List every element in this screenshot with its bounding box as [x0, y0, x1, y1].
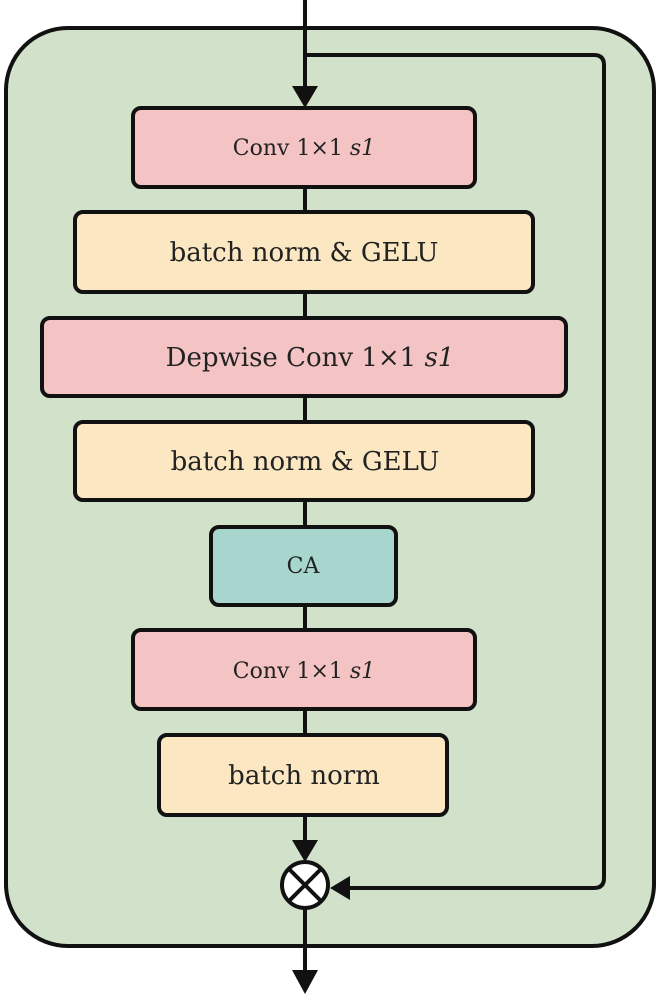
block-bn-gelu-1: batch norm & GELU — [73, 210, 535, 294]
block-ca: CA — [209, 525, 398, 607]
ca-box — [209, 525, 398, 607]
skip-connection — [305, 53, 606, 900]
to-merge-arrowhead-icon — [292, 840, 318, 862]
input-arrowhead-icon — [292, 86, 318, 108]
bn-final-label: batch norm — [228, 761, 380, 791]
output-arrowhead-icon — [292, 970, 318, 994]
block-bn-gelu-2: batch norm & GELU — [73, 420, 535, 502]
conv-bottom-label: Conv 1×1 s1 — [233, 659, 375, 684]
blocks-group: Conv 1×1 s1 batch norm & GELU Depwise Co… — [40, 106, 568, 817]
conv-bottom-box — [131, 628, 477, 711]
skip-path — [305, 53, 606, 890]
block-conv-bottom: Conv 1×1 s1 — [131, 628, 477, 711]
block-depwise-conv: Depwise Conv 1×1 s1 — [40, 316, 568, 398]
depwise-conv-box — [40, 316, 568, 398]
ca-label: CA — [287, 554, 321, 579]
bn-gelu-2-box — [73, 420, 535, 502]
block-conv-top: Conv 1×1 s1 — [131, 106, 477, 189]
bn-gelu-1-label: batch norm & GELU — [170, 238, 439, 268]
multiply-circle-icon: ⊗ — [280, 860, 330, 910]
conv-top-box — [131, 106, 477, 189]
merge-cross-b — [287, 867, 323, 903]
skip-arrowhead-icon — [330, 876, 350, 900]
bn-final-box — [157, 733, 449, 817]
block-bn-final: batch norm — [157, 733, 449, 817]
main-flow-lines — [292, 0, 318, 994]
bn-gelu-1-box — [73, 210, 535, 294]
depwise-conv-label: Depwise Conv 1×1 s1 — [166, 343, 455, 373]
conv-top-label: Conv 1×1 s1 — [233, 136, 375, 161]
bn-gelu-2-label: batch norm & GELU — [171, 447, 440, 477]
